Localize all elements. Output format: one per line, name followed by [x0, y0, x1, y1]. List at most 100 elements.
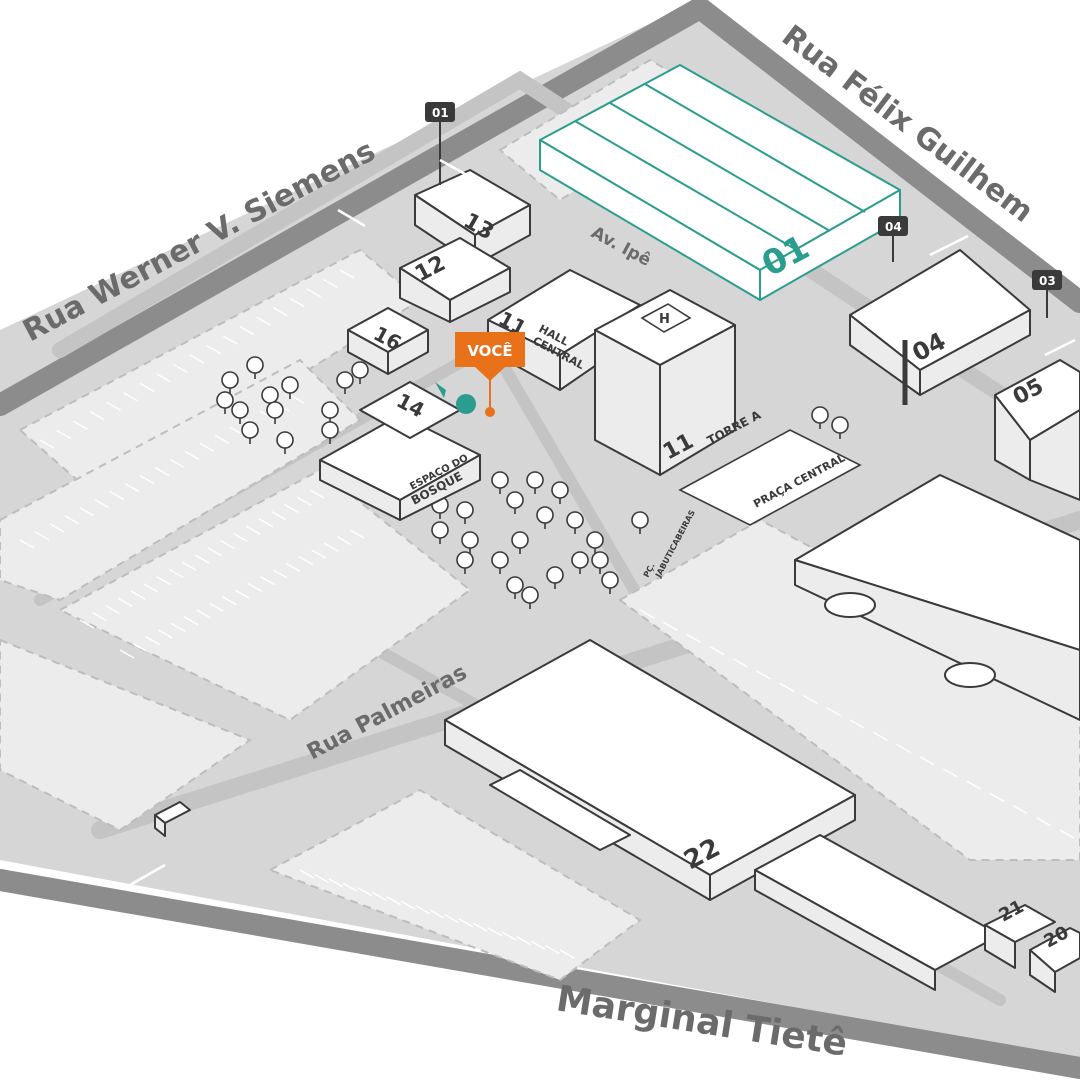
parking-stall-line: [306, 288, 322, 298]
you-direction-arrow: [435, 382, 446, 398]
parking-stall-line: [92, 612, 108, 622]
parking-stall-line: [214, 434, 230, 444]
parking-stall-line: [184, 450, 200, 460]
parking-stall-line: [342, 882, 358, 892]
building-05[interactable]: 05: [994, 359, 1080, 501]
parking-stall-line: [756, 670, 772, 680]
parking-stall-line: [234, 589, 250, 599]
parking-stall-line: [349, 529, 365, 539]
building-east-large[interactable]: [794, 474, 1080, 721]
parking-stall-line: [181, 561, 197, 571]
parking-stall-line: [339, 269, 355, 279]
tree-icon: [336, 371, 354, 389]
parking-stall-line: [444, 913, 459, 924]
tree-icon: [321, 421, 339, 439]
parking-stall-line: [289, 297, 305, 307]
parking-stall-line: [139, 474, 155, 485]
gate-04[interactable]: 04: [878, 216, 908, 262]
parking-stall-line: [34, 531, 50, 541]
parking-stall-line: [732, 658, 748, 668]
parking-stall-line: [328, 878, 344, 888]
kiosk-southwest: [154, 801, 191, 837]
parking-stall-line: [157, 629, 173, 639]
parking-lot-south: [267, 788, 642, 982]
tree-icon: [811, 406, 829, 424]
building-12[interactable]: 12: [399, 237, 511, 323]
parking-stall-line: [311, 549, 327, 559]
parking-stall-line: [415, 904, 430, 915]
parking-stall-line: [487, 927, 503, 937]
you-direction-dot: [456, 394, 476, 414]
parking-stall-line: [196, 609, 212, 619]
tree-icon: [216, 391, 234, 409]
parking-stall-line: [919, 756, 935, 766]
tree-icon: [831, 416, 849, 434]
parking-stalls: [19, 269, 1075, 959]
building-20[interactable]: 20: [1029, 922, 1080, 993]
parking-stall-line: [156, 576, 172, 586]
parking-stall-line: [79, 507, 95, 517]
tree-icon: [281, 376, 299, 394]
tree-icon: [571, 551, 589, 569]
building-13[interactable]: 13: [414, 169, 531, 266]
parking-stall-line: [501, 931, 517, 941]
gate-03[interactable]: 03: [1032, 270, 1062, 318]
parking-stall-line: [72, 420, 88, 430]
building-22[interactable]: 22: [444, 639, 856, 901]
parking-stall-line: [314, 873, 329, 884]
parking-stall-line: [322, 278, 338, 289]
parking-stall-line: [272, 569, 288, 579]
parking-lot-center: [57, 468, 472, 722]
tree-icon: [231, 401, 249, 419]
gate-01[interactable]: 01: [425, 102, 455, 185]
parking-stall-line: [271, 511, 287, 521]
parking-lots: [0, 58, 1080, 982]
road-inner-south: [494, 354, 646, 606]
parking-stall-line: [272, 307, 288, 317]
parking-stall-line: [124, 483, 140, 493]
parking-stall-line: [169, 568, 184, 579]
building-16[interactable]: 16: [347, 307, 429, 375]
building-14-espaco-do-bosque[interactable]: 14 ESPAÇO DO BOSQUE: [319, 381, 481, 521]
parking-stall-line: [109, 491, 125, 501]
parking-stall-line: [516, 936, 532, 946]
you-pin: [455, 332, 525, 381]
parking-stall-line: [220, 539, 235, 550]
parking-stall-line: [64, 515, 80, 525]
parking-stall-line: [94, 499, 110, 509]
parking-stall-line: [298, 556, 314, 566]
tree-icon: [506, 576, 524, 594]
parking-stall-line: [260, 576, 275, 586]
tree-icon: [511, 531, 529, 549]
parking-stall-line: [56, 429, 72, 440]
parking-lot-southwest: [0, 638, 253, 832]
parking-stall-line: [709, 646, 725, 656]
parking-stall-line: [172, 363, 188, 374]
building-01[interactable]: 01: [539, 64, 901, 301]
tree-icon: [526, 471, 544, 489]
tree-icon: [456, 551, 474, 569]
parking-stall-line: [309, 489, 325, 499]
parking-stall-line: [1036, 817, 1052, 827]
tree-icon: [536, 506, 554, 524]
you-are-here-marker[interactable]: VOCÊ: [435, 332, 525, 417]
parking-stall-line: [169, 458, 185, 469]
parking-stall-line: [285, 562, 301, 572]
parking-stall-line: [154, 466, 170, 477]
parking-stall-line: [199, 442, 215, 452]
building-04[interactable]: 04: [849, 249, 1031, 405]
parking-stall-line: [299, 869, 315, 879]
parking-stall-line: [289, 394, 305, 404]
parking-stall-line: [296, 496, 312, 506]
parking-stall-line: [371, 891, 387, 901]
parking-stall-line: [229, 426, 245, 436]
parking-stall-line: [49, 523, 65, 533]
parking-stall-line: [209, 602, 224, 612]
parking-stall-line: [122, 392, 138, 402]
parking-stall-line: [89, 411, 105, 421]
entrance-arrows: [129, 158, 1076, 887]
tree-icon: [261, 386, 279, 404]
building-22-annex[interactable]: [754, 834, 1001, 991]
